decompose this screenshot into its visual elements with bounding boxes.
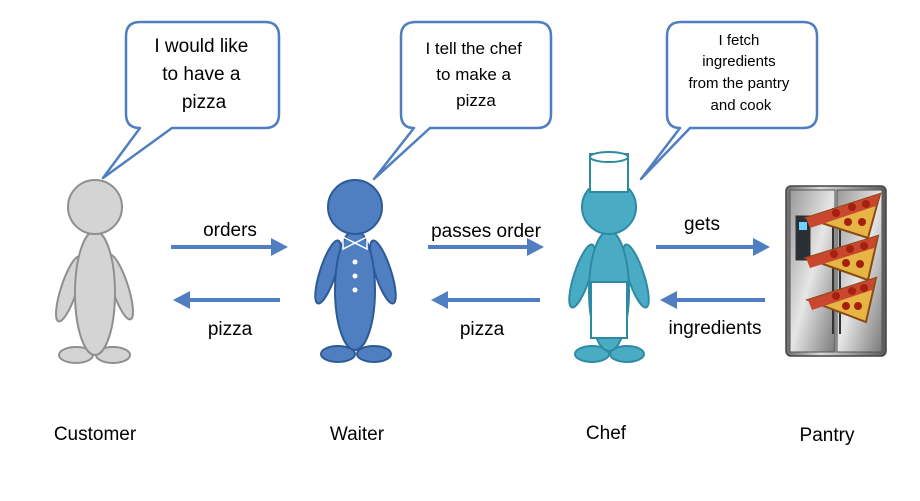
customer-bubble-line-1: I would like (154, 36, 248, 57)
label-pizza-to-customer: pizza (208, 319, 253, 340)
label-pizza-to-waiter: pizza (460, 319, 505, 340)
actor-name-pantry: Pantry (800, 425, 855, 446)
arrow-waiter-to-chef (428, 238, 544, 256)
actor-name-waiter: Waiter (330, 424, 385, 445)
arrow-pantry-to-chef (660, 291, 765, 309)
chef-hat-icon (589, 151, 629, 193)
waiter-figure (314, 179, 397, 363)
chef-bubble-line-4: and cook (711, 97, 772, 114)
label-orders: orders (203, 220, 257, 241)
pizza-slice-2 (802, 234, 880, 282)
customer-figure (55, 179, 134, 364)
customer-bubble-line-2: to have a (162, 64, 241, 85)
waiter-buttons (352, 259, 358, 293)
customer-head (67, 179, 123, 235)
arrow-waiter-to-customer (173, 291, 280, 309)
waiter-right-arm (369, 239, 397, 305)
waiter-head (327, 179, 383, 235)
arrow-customer-to-waiter (171, 238, 288, 256)
chef-bubble-line-3: from the pantry (688, 75, 789, 92)
waiter-left-foot (320, 345, 356, 363)
arrow-chef-to-pantry (656, 238, 770, 256)
waiter-bow-tie (342, 235, 368, 251)
svg-text:I fetch ingredients: I fetch ingredients from the pantry and … (688, 32, 793, 114)
waiter-bubble-line-2: to make a (436, 65, 511, 84)
svg-text:I would like to have a: I would like to have a pizza (154, 36, 253, 113)
chef-bubble-line-2: ingredients (702, 53, 775, 70)
chef-right-foot (609, 345, 645, 363)
chef-apron (590, 281, 628, 339)
customer-body (74, 230, 116, 356)
actor-name-chef: Chef (586, 423, 627, 444)
waiter-right-foot (356, 345, 392, 363)
pizza-slices-icon (802, 192, 882, 324)
label-gets: gets (684, 214, 720, 235)
label-ingredients: ingredients (669, 318, 762, 339)
arrow-chef-to-waiter (431, 291, 540, 309)
customer-bubble-line-3: pizza (182, 92, 227, 113)
chef-bubble-line-1: I fetch (718, 32, 759, 49)
chef-speech-bubble: I fetch ingredients from the pantry and … (639, 20, 819, 181)
actor-name-customer: Customer (54, 424, 137, 445)
waiter-bubble-line-3: pizza (456, 91, 496, 110)
waiter-speech-bubble: I tell the chef to make a pizza (372, 20, 553, 181)
customer-speech-bubble: I would like to have a pizza (101, 20, 281, 180)
svg-text:I tell the chef to make: I tell the chef to make a pizza (425, 39, 526, 110)
waiter-bubble-line-1: I tell the chef (425, 39, 522, 58)
pizza-slice-3 (804, 276, 878, 324)
pizza-slice-1 (802, 192, 882, 240)
label-passes-order: passes order (431, 221, 542, 242)
